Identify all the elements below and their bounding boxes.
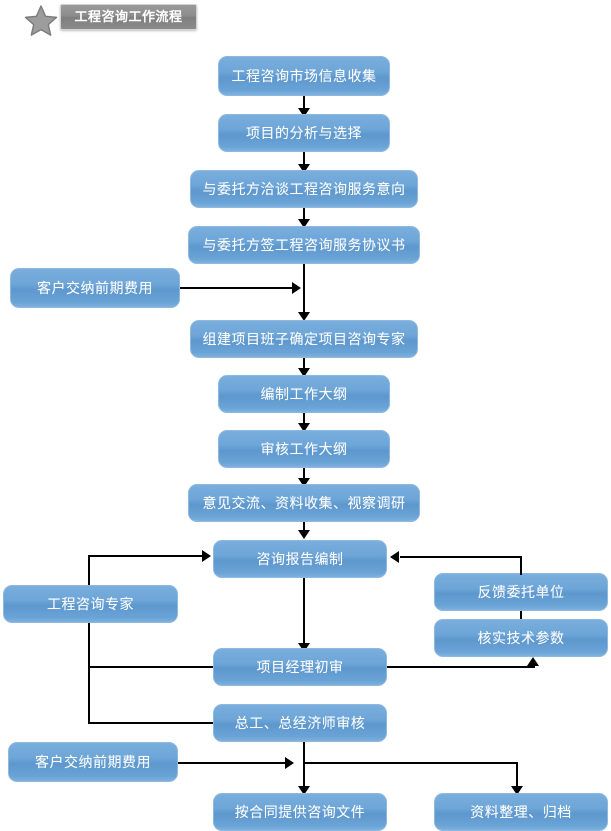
connector-team-to-outline [303,358,305,370]
arrowhead-chief-to-deliver [298,786,310,795]
connector-chief-to-archive [303,762,518,764]
connector-sign-to-team [303,264,305,318]
node-client-fee-lower[interactable]: 客户交纳前期费用 [8,742,178,782]
arrowhead-expert-to-report [202,550,211,562]
node-consult-expert[interactable]: 工程咨询专家 [3,585,178,623]
node-form-team[interactable]: 组建项目班子确定项目咨询专家 [190,320,418,358]
connector-review-to-survey [303,468,305,480]
connector-intent-to-sign [303,208,305,221]
arrowhead-chief-to-archive [511,786,523,795]
connector-client-fee-lower-to-trunk [178,762,286,764]
connector-expert-trunk [88,555,90,724]
node-pm-review[interactable]: 项目经理初审 [213,648,387,686]
node-project-analysis[interactable]: 项目的分析与选择 [218,114,390,152]
node-negotiate-intent[interactable]: 与委托方洽谈工程咨询服务意向 [190,170,418,208]
star-icon [24,4,58,36]
connector-expert-to-report [88,555,203,557]
arrowhead-right-loop-to-report [390,551,399,563]
arrowhead-client-fee-upper [292,282,301,294]
arrowhead-sign-to-team [298,312,310,321]
node-feedback-unit[interactable]: 反馈委托单位 [434,573,608,611]
node-market-info[interactable]: 工程咨询市场信息收集 [218,56,390,96]
page-title-button[interactable]: 工程咨询工作流程 [60,4,197,30]
connector-chief-review-down [303,742,305,792]
connector-analysis-to-intent [303,152,305,166]
connector-right-loop-riser [520,556,522,575]
connector-pm-review-riser [533,664,535,668]
arrowhead-review-to-survey [298,478,310,487]
connector-right-loop-to-report [400,556,522,558]
connector-archive-dropper [516,762,518,788]
node-deliver-docs[interactable]: 按合同提供咨询文件 [213,793,387,831]
connector-pm-review-to-verify [387,666,535,668]
connector-feedback-to-verify [520,611,522,621]
connector-draft-to-review [303,413,305,425]
arrowhead-survey-to-report [298,530,310,539]
arrowhead-report-to-pm-review [298,643,310,652]
arrowhead-team-to-outline [298,368,310,377]
arrowhead-client-fee-lower [285,757,294,769]
node-draft-outline[interactable]: 编制工作大纲 [218,375,390,413]
node-verify-params[interactable]: 核实技术参数 [434,619,608,657]
arrowhead-market-to-analysis [298,108,310,117]
node-exchange-survey[interactable]: 意见交流、资料收集、视察调研 [188,484,420,522]
arrowhead-intent-to-sign [298,219,310,228]
node-report-drafting[interactable]: 咨询报告编制 [213,540,387,578]
connector-report-to-pm-review [303,578,305,646]
arrowhead-analysis-to-intent [298,164,310,173]
arrowhead-pm-review-to-verify [527,657,539,666]
connector-expert-to-pm-review [88,666,213,668]
connector-client-fee-upper-to-trunk [180,287,293,289]
connector-survey-to-report [303,522,305,532]
node-chief-review[interactable]: 总工、总经济师审核 [213,704,387,742]
connector-expert-to-chief-review [88,722,213,724]
page-header: 工程咨询工作流程 [0,0,611,40]
node-sign-agreement[interactable]: 与委托方签工程咨询服务协议书 [188,226,420,264]
arrowhead-draft-to-review [298,423,310,432]
node-client-fee-upper[interactable]: 客户交纳前期费用 [10,268,180,308]
connector-market-to-analysis [303,96,305,110]
node-archive[interactable]: 资料整理、归档 [434,793,608,831]
node-review-outline[interactable]: 审核工作大纲 [218,430,390,468]
